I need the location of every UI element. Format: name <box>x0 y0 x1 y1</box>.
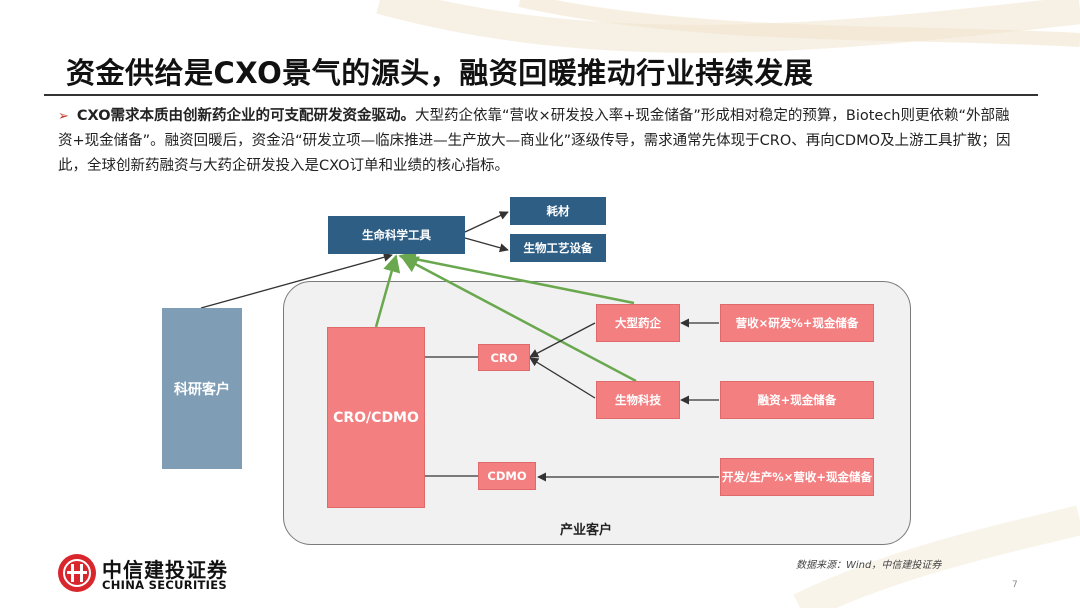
biotech-formula-box: 融资+现金储备 <box>720 381 874 419</box>
summary-paragraph: ➢ CXO需求本质由创新药企业的可支配研发资金驱动。大型药企依靠“营收×研发投入率… <box>58 104 1022 179</box>
china-securities-emblem-icon <box>58 554 96 592</box>
big-pharma-box: 大型药企 <box>596 304 680 342</box>
title-divider <box>44 94 1038 96</box>
biotech-box: 生物科技 <box>596 381 680 419</box>
cdmo-formula-box: 开发/生产%×营收+现金储备 <box>720 458 874 496</box>
big-pharma-formula-box: 营收×研发%+现金储备 <box>720 304 874 342</box>
logo-english-name: CHINA SECURITIES <box>102 578 227 592</box>
arrow-research-to-tools <box>200 252 393 309</box>
paragraph-body: 大型药企依靠“营收×研发投入率+现金储备”形成相对稳定的预算，Biotech则更… <box>58 108 1011 174</box>
industry-client-label: 产业客户 <box>560 523 613 538</box>
arrow-biotech-to-cro <box>529 357 596 399</box>
cdmo-box: CDMO <box>478 462 536 490</box>
arrow-biotech-to-tools <box>400 255 637 383</box>
bioprocess-equipment-box: 生物工艺设备 <box>510 234 606 262</box>
arrow-bigpharma-to-tools <box>398 250 635 305</box>
arrow-crocdmo-to-tools <box>374 254 401 328</box>
logo-chinese-name: 中信建投证券 <box>102 558 228 582</box>
arrow-bullet-icon: ➢ <box>58 109 69 124</box>
life-science-tools-box: 生命科学工具 <box>328 216 465 254</box>
paragraph-bold-lead: CXO需求本质由创新药企业的可支配研发资金驱动。 <box>76 108 416 124</box>
arrow-tools-to-bioprocess <box>464 237 509 253</box>
company-logo: 中信建投证券 CHINA SECURITIES <box>56 552 246 596</box>
cro-box: CRO <box>478 344 530 371</box>
data-source-note: 数据来源：Wind，中信建投证券 <box>796 560 942 571</box>
page-title: 资金供给是CXO景气的源头，融资回暖推动行业持续发展 <box>66 56 814 90</box>
arrow-bigpharma-to-cro <box>529 322 596 358</box>
research-client-box: 科研客户 <box>162 308 242 469</box>
cro-cdmo-box: CRO/CDMO <box>327 327 425 508</box>
arrow-tools-to-consumables <box>464 211 509 233</box>
page-number: 7 <box>1012 580 1018 590</box>
consumables-box: 耗材 <box>510 197 606 225</box>
